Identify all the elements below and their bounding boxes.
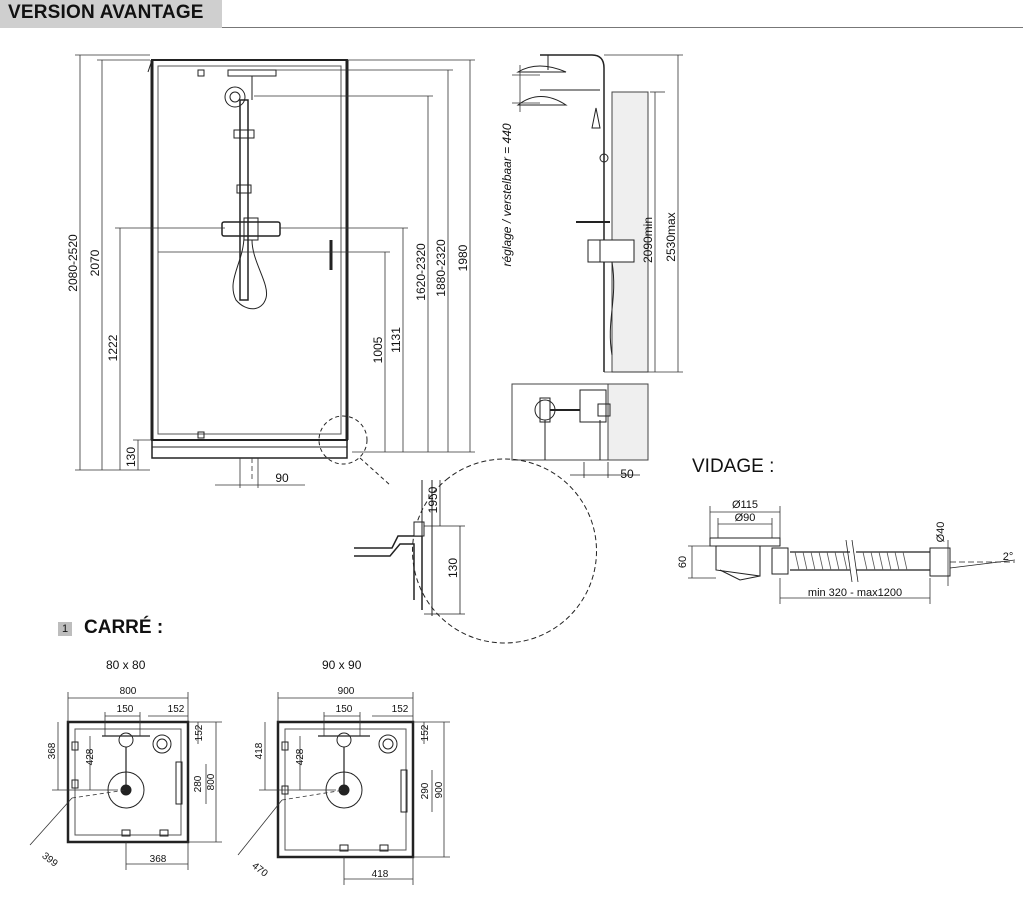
plan-80-d152: 152 — [168, 704, 185, 715]
dim-tray-height: 130 — [124, 447, 138, 467]
plan-90-d280: 290 — [420, 782, 431, 799]
plan-80-diag: 399 — [40, 851, 60, 870]
header-band — [0, 0, 222, 28]
tray-detail — [354, 458, 597, 644]
plan-90-drawing — [276, 720, 415, 859]
header-title: VERSION AVANTAGE — [8, 2, 204, 23]
plan-80-drawing — [66, 720, 190, 844]
column-adjust-label: réglage / verstelbaar = 440 — [500, 123, 514, 266]
front-elevation — [147, 59, 391, 486]
drain-height: 60 — [677, 556, 689, 568]
dim-height: 2070 — [88, 249, 102, 276]
dim-1880-2320: 1880-2320 — [434, 239, 448, 297]
plan-90-d150: 150 — [336, 704, 353, 715]
front-dimensions — [75, 54, 475, 488]
plan-90-d152: 152 — [392, 704, 409, 715]
dim-mixer-height: 1222 — [106, 334, 120, 361]
labels: 2080-2520 2070 1222 130 90 1005 1131 162… — [40, 123, 1014, 880]
dim-1005: 1005 — [371, 336, 385, 363]
section-number: 1 — [58, 622, 72, 636]
drain-d115: Ø115 — [732, 499, 758, 511]
drain-title: VIDAGE : — [692, 456, 775, 477]
section-title: CARRÉ : — [84, 617, 164, 638]
column-height-min: 2090min — [641, 217, 655, 263]
plan-80-bottom: 368 — [150, 854, 167, 865]
drain-d90: Ø90 — [735, 512, 756, 524]
plan-80-d150: 150 — [117, 704, 134, 715]
plan-90-title: 90 x 90 — [322, 658, 362, 672]
column-height-max: 2530max — [664, 212, 678, 261]
plan-90-width: 900 — [338, 686, 355, 697]
dim-tray-step: 90 — [275, 471, 289, 485]
column-depth: 50 — [620, 467, 634, 481]
drain-drawing — [709, 537, 1016, 583]
drain-d40: Ø40 — [935, 522, 947, 543]
plan-80-d152v: 152 — [194, 724, 205, 741]
plan-90-diag: 470 — [250, 861, 270, 880]
plan-90-dimensions — [237, 692, 450, 885]
plan-80-side: 368 — [47, 742, 58, 759]
plan-90-d152v: 152 — [420, 724, 431, 741]
detail-130: 130 — [446, 558, 460, 578]
plan-80-d280: 280 — [193, 775, 204, 792]
plan-80-depth: 800 — [206, 773, 217, 790]
header-rule — [222, 27, 1023, 28]
drain-dimensions — [688, 506, 949, 604]
plan-80-dimensions — [29, 692, 222, 870]
dim-1980: 1980 — [456, 244, 470, 271]
detail-1950: 1950 — [426, 486, 440, 513]
dim-1620-2320: 1620-2320 — [414, 243, 428, 301]
plan-90-bottom: 418 — [372, 869, 389, 880]
plan-90-side: 418 — [254, 742, 265, 759]
drain-length: min 320 - max1200 — [808, 587, 902, 599]
column-dimensions — [512, 54, 683, 373]
dim-height-range: 2080-2520 — [66, 234, 80, 292]
plan-80-width: 800 — [120, 686, 137, 697]
drain-slope: 2° — [1003, 551, 1014, 563]
column-side-view — [516, 54, 649, 373]
plan-80-d428: 428 — [85, 748, 96, 765]
plan-80-title: 80 x 80 — [106, 658, 146, 672]
dim-1131: 1131 — [389, 327, 403, 353]
plan-90-depth: 900 — [434, 781, 445, 798]
plan-90-d428: 428 — [295, 748, 306, 765]
mixer-detail — [511, 383, 649, 478]
